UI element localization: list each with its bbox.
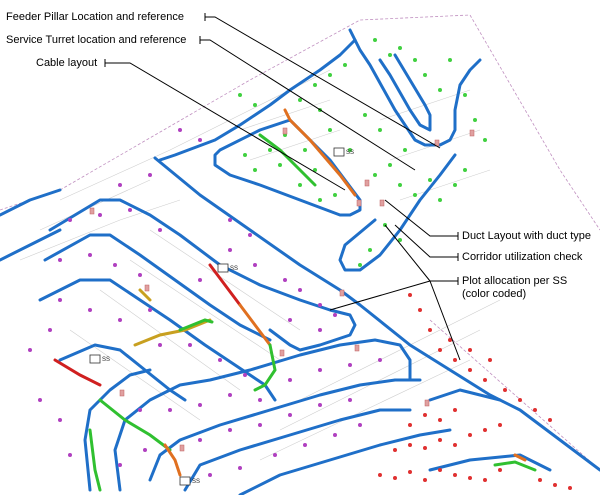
cable-orange-mid bbox=[238, 303, 272, 347]
substation-top bbox=[333, 147, 345, 157]
callout-cable-layout: Cable layout bbox=[36, 57, 98, 69]
cable-orange-top bbox=[283, 108, 357, 197]
leader-lines bbox=[104, 13, 461, 361]
callout-corridor-check: Corridor utilization check bbox=[462, 251, 583, 263]
substation-left bbox=[89, 354, 101, 364]
cable-green-left bbox=[178, 318, 214, 332]
callout-plot-allocation-line1: Plot allocation per SS bbox=[462, 275, 568, 287]
plots-red bbox=[378, 293, 572, 490]
cable-orange-bottom bbox=[163, 443, 182, 477]
substation-mid-label: SS bbox=[230, 266, 238, 272]
callout-feeder-pillar: Feeder Pillar Location and reference bbox=[6, 11, 184, 23]
cable-yellow-right bbox=[138, 288, 152, 302]
callout-plot-allocation: Plot allocation per SS (color coded) bbox=[462, 275, 567, 301]
substation-top-label: SS bbox=[346, 150, 354, 156]
cable-green-bottom bbox=[98, 398, 172, 452]
substation-bottom bbox=[179, 476, 191, 486]
cable-red-left bbox=[53, 358, 102, 387]
cable-orange-right bbox=[513, 453, 527, 462]
callout-service-turret: Service Turret location and reference bbox=[6, 34, 187, 46]
cable-green-lowleft bbox=[88, 428, 102, 492]
callout-duct-layout: Duct Layout with duct type bbox=[462, 230, 592, 242]
cable-yellow-left bbox=[133, 318, 212, 347]
cable-green-right bbox=[493, 460, 537, 472]
cable-green-mid bbox=[253, 343, 277, 392]
substation-bottom-label: SS bbox=[192, 479, 200, 485]
substation-left-label: SS bbox=[102, 357, 110, 363]
plots-magenta bbox=[28, 128, 382, 477]
callout-plot-allocation-line2: (color coded) bbox=[462, 288, 527, 300]
duct-layout bbox=[0, 28, 600, 495]
substations: SS SS SS SS bbox=[89, 147, 354, 486]
cable-layout bbox=[53, 108, 537, 492]
plots-green bbox=[238, 38, 487, 267]
cable-green-top bbox=[258, 133, 317, 187]
substation-mid bbox=[217, 263, 229, 273]
joint-markers bbox=[89, 127, 475, 452]
cable-red-mid bbox=[208, 263, 242, 307]
